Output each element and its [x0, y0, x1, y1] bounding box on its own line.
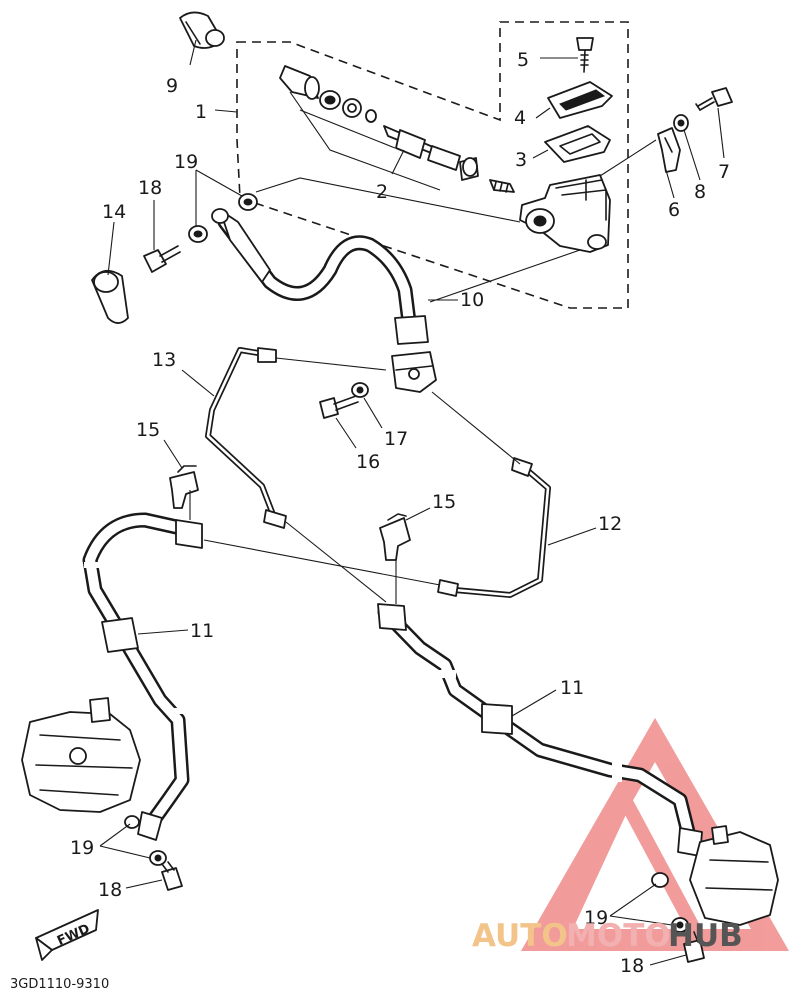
callout-17: 17 [384, 428, 408, 450]
union-bolt-part-18-left [161, 861, 183, 891]
brake-caliper-left [21, 697, 141, 813]
copper-washer-part-19-left [124, 815, 167, 866]
hose-clip-part-15-left [169, 465, 199, 509]
callout-19-left: 19 [70, 837, 94, 859]
callout-14: 14 [102, 201, 126, 223]
callout-4: 4 [514, 107, 526, 129]
callout-18-top: 18 [138, 177, 162, 199]
washer-part-17 [351, 382, 369, 398]
union-bolt-part-18-top [143, 245, 181, 273]
callout-19-top: 19 [174, 151, 198, 173]
brake-hose-part-10 [211, 208, 429, 345]
brake-pipe-part-13 [205, 347, 287, 529]
leader-lines [99, 39, 725, 966]
boot-part-9 [179, 11, 225, 49]
callout-13: 13 [152, 349, 176, 371]
drawing-code: 3GD1110-9310 [10, 977, 109, 992]
three-way-joint [391, 351, 437, 393]
washer-part-8 [673, 114, 689, 132]
callout-12: 12 [598, 513, 622, 535]
bolt-part-7 [695, 87, 733, 111]
forward-direction-arrow: FWD [35, 909, 99, 961]
callout-8: 8 [694, 181, 706, 203]
callout-18-left: 18 [98, 879, 122, 901]
callout-1: 1 [195, 101, 207, 123]
callout-10: 10 [460, 289, 484, 311]
watermark-auto: AUTO [472, 918, 568, 954]
master-cylinder-body [519, 174, 611, 253]
bolt-part-16 [319, 395, 359, 419]
callout-15-right: 15 [432, 491, 456, 513]
callout-11-left: 11 [190, 620, 214, 642]
callout-5: 5 [517, 49, 529, 71]
callout-15-left: 15 [136, 419, 160, 441]
reservoir-cover-part-4 [547, 81, 613, 119]
callout-9: 9 [166, 75, 178, 97]
callout-11-right: 11 [560, 677, 584, 699]
callout-19-right: 19 [584, 907, 608, 929]
watermark-text: AUTO MOTO HUB [472, 918, 743, 954]
callout-6: 6 [668, 199, 680, 221]
callout-2: 2 [376, 181, 388, 203]
master-cylinder-assembly-boundary [236, 21, 629, 309]
brake-hose-part-11-right [377, 603, 703, 857]
watermark-hub: HUB [668, 918, 743, 954]
brake-hose-part-11-left [82, 512, 203, 841]
lever-bracket-part-6 [657, 127, 681, 173]
watermark-moto: MOTO [566, 918, 671, 954]
brake-pipe-part-12 [437, 457, 551, 598]
callout-18-right: 18 [620, 955, 644, 977]
callout-7: 7 [718, 161, 730, 183]
callout-labels: 9 1 5 4 3 2 6 8 7 19 18 14 10 13 17 16 1… [70, 49, 730, 977]
union-bolt-part-18-right [683, 931, 705, 963]
hose-clip-part-15-right [379, 513, 411, 561]
copper-washer-part-19-top [188, 193, 258, 243]
diaphragm-part-3 [544, 125, 611, 163]
brake-caliper-right [689, 825, 779, 926]
callout-3: 3 [515, 149, 527, 171]
callout-16: 16 [356, 451, 380, 473]
screw-part-5 [576, 37, 594, 73]
piston-kit-part-2 [279, 65, 515, 193]
bolt-cap-part-14 [91, 270, 129, 324]
